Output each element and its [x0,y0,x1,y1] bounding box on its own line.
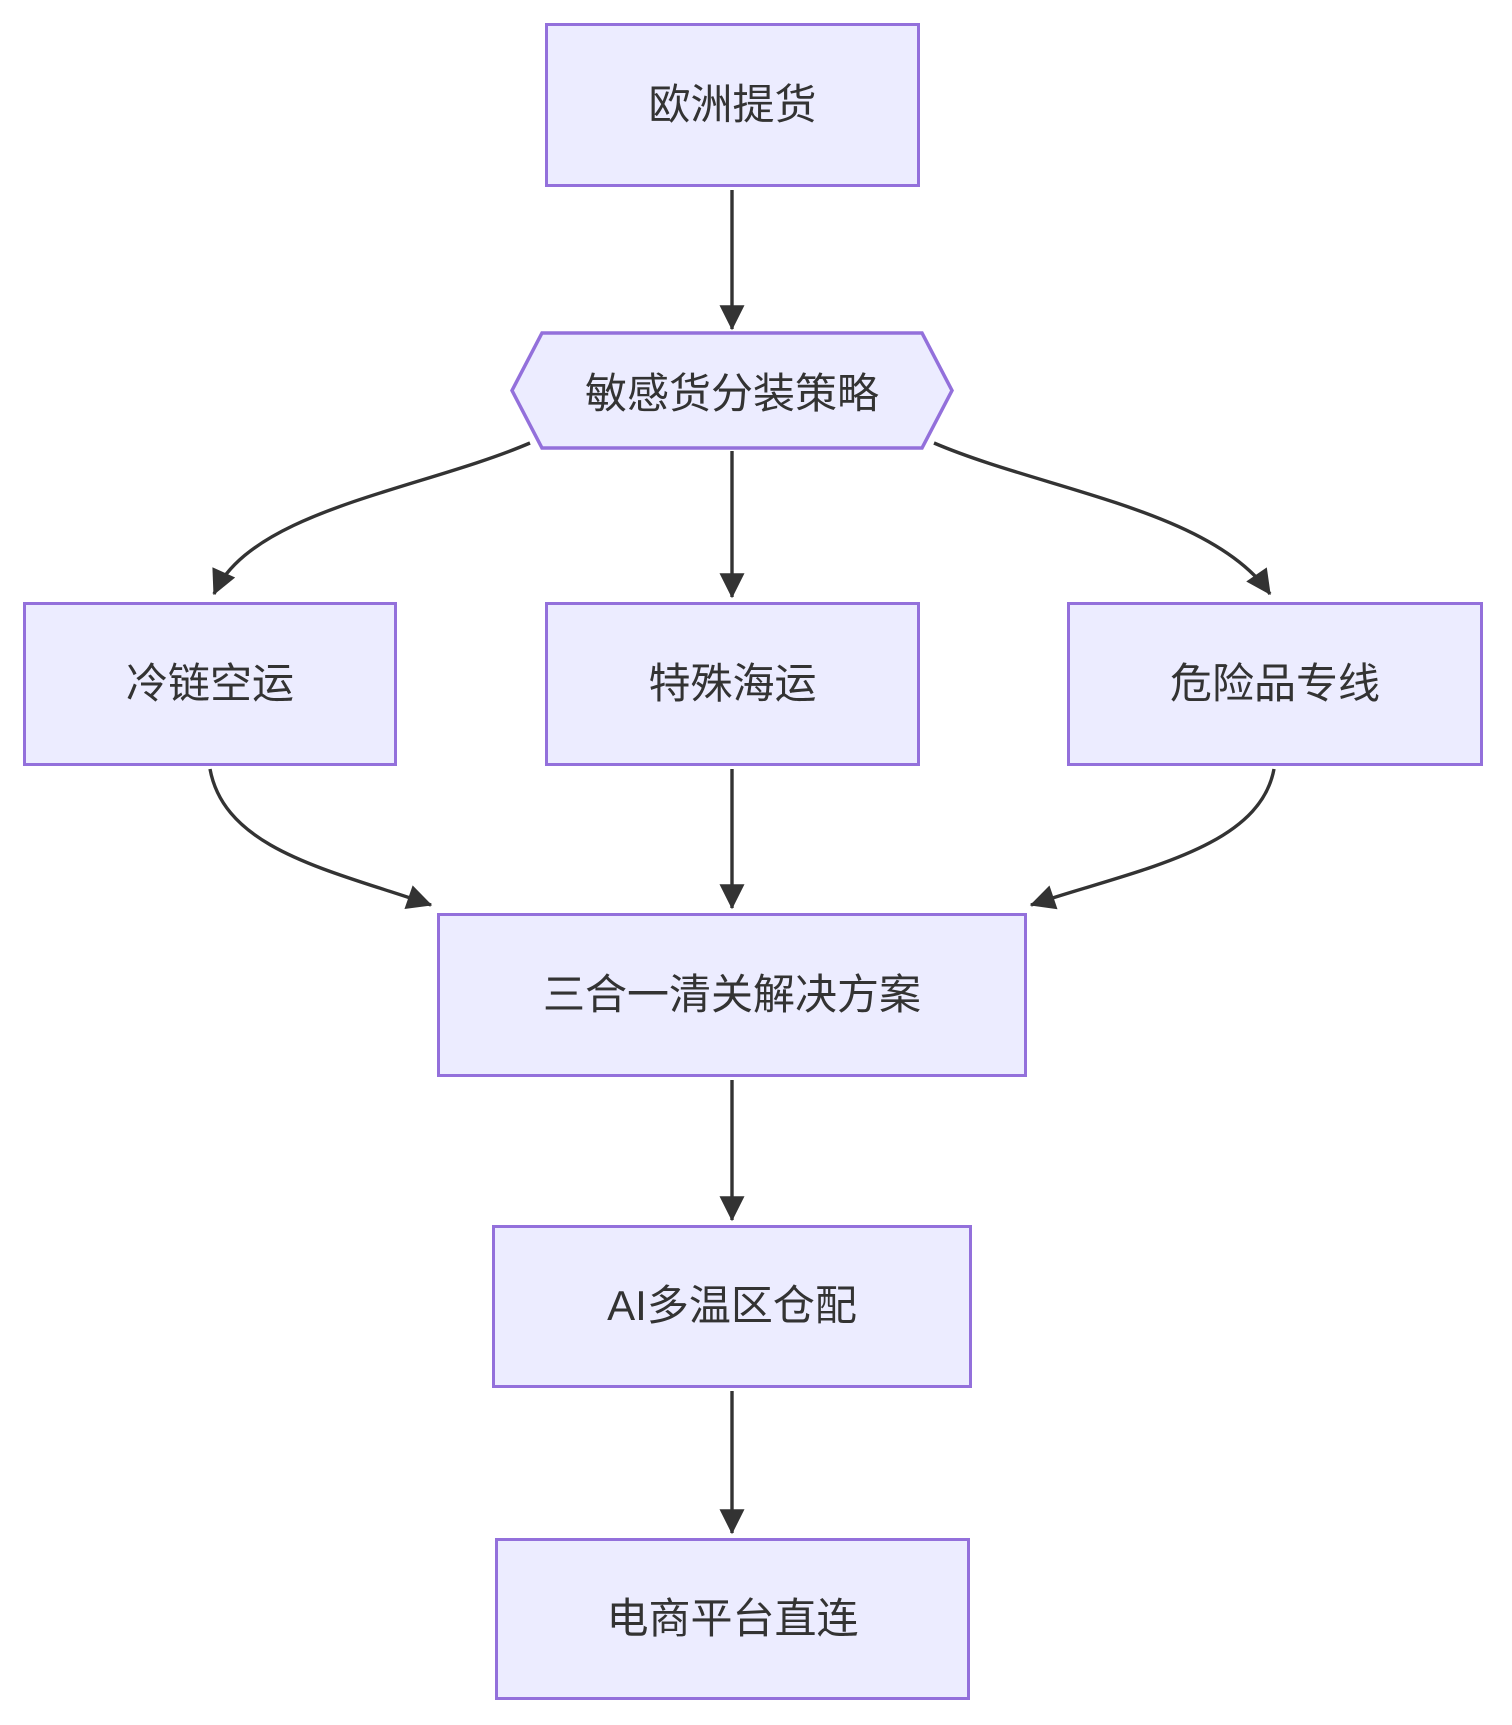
node-cold-chain-air-label: 冷链空运 [125,659,294,707]
edge-strategy-to-dangerous [933,441,1272,596]
node-dangerous-goods-label: 危险品专线 [1169,659,1380,707]
node-customs-solution-label: 三合一清关解决方案 [542,970,921,1018]
node-special-sea-label: 特殊海运 [648,659,817,707]
node-split-strategy-label: 敏感货分装策略 [584,370,879,417]
node-europe-pickup-label: 欧洲提货 [648,80,817,128]
node-special-sea: 特殊海运 [545,602,920,766]
node-cold-chain-air: 冷链空运 [23,602,397,766]
node-europe-pickup: 欧洲提货 [545,23,920,187]
edge-dangerous-to-customs [1029,768,1276,910]
node-split-strategy: 敏感货分装策略 [512,333,952,448]
node-ecommerce-connect-label: 电商平台直连 [606,1594,859,1642]
node-ai-warehouse-label: AI多温区仓配 [607,1282,857,1330]
node-ecommerce-connect: 电商平台直连 [495,1538,970,1700]
node-dangerous-goods: 危险品专线 [1067,602,1483,766]
edge-coldchain-to-customs [208,768,433,910]
node-ai-warehouse: AI多温区仓配 [492,1225,972,1388]
edge-strategy-to-coldchain [212,441,531,596]
node-customs-solution: 三合一清关解决方案 [437,913,1027,1077]
hexagon-node-shape [510,331,954,450]
